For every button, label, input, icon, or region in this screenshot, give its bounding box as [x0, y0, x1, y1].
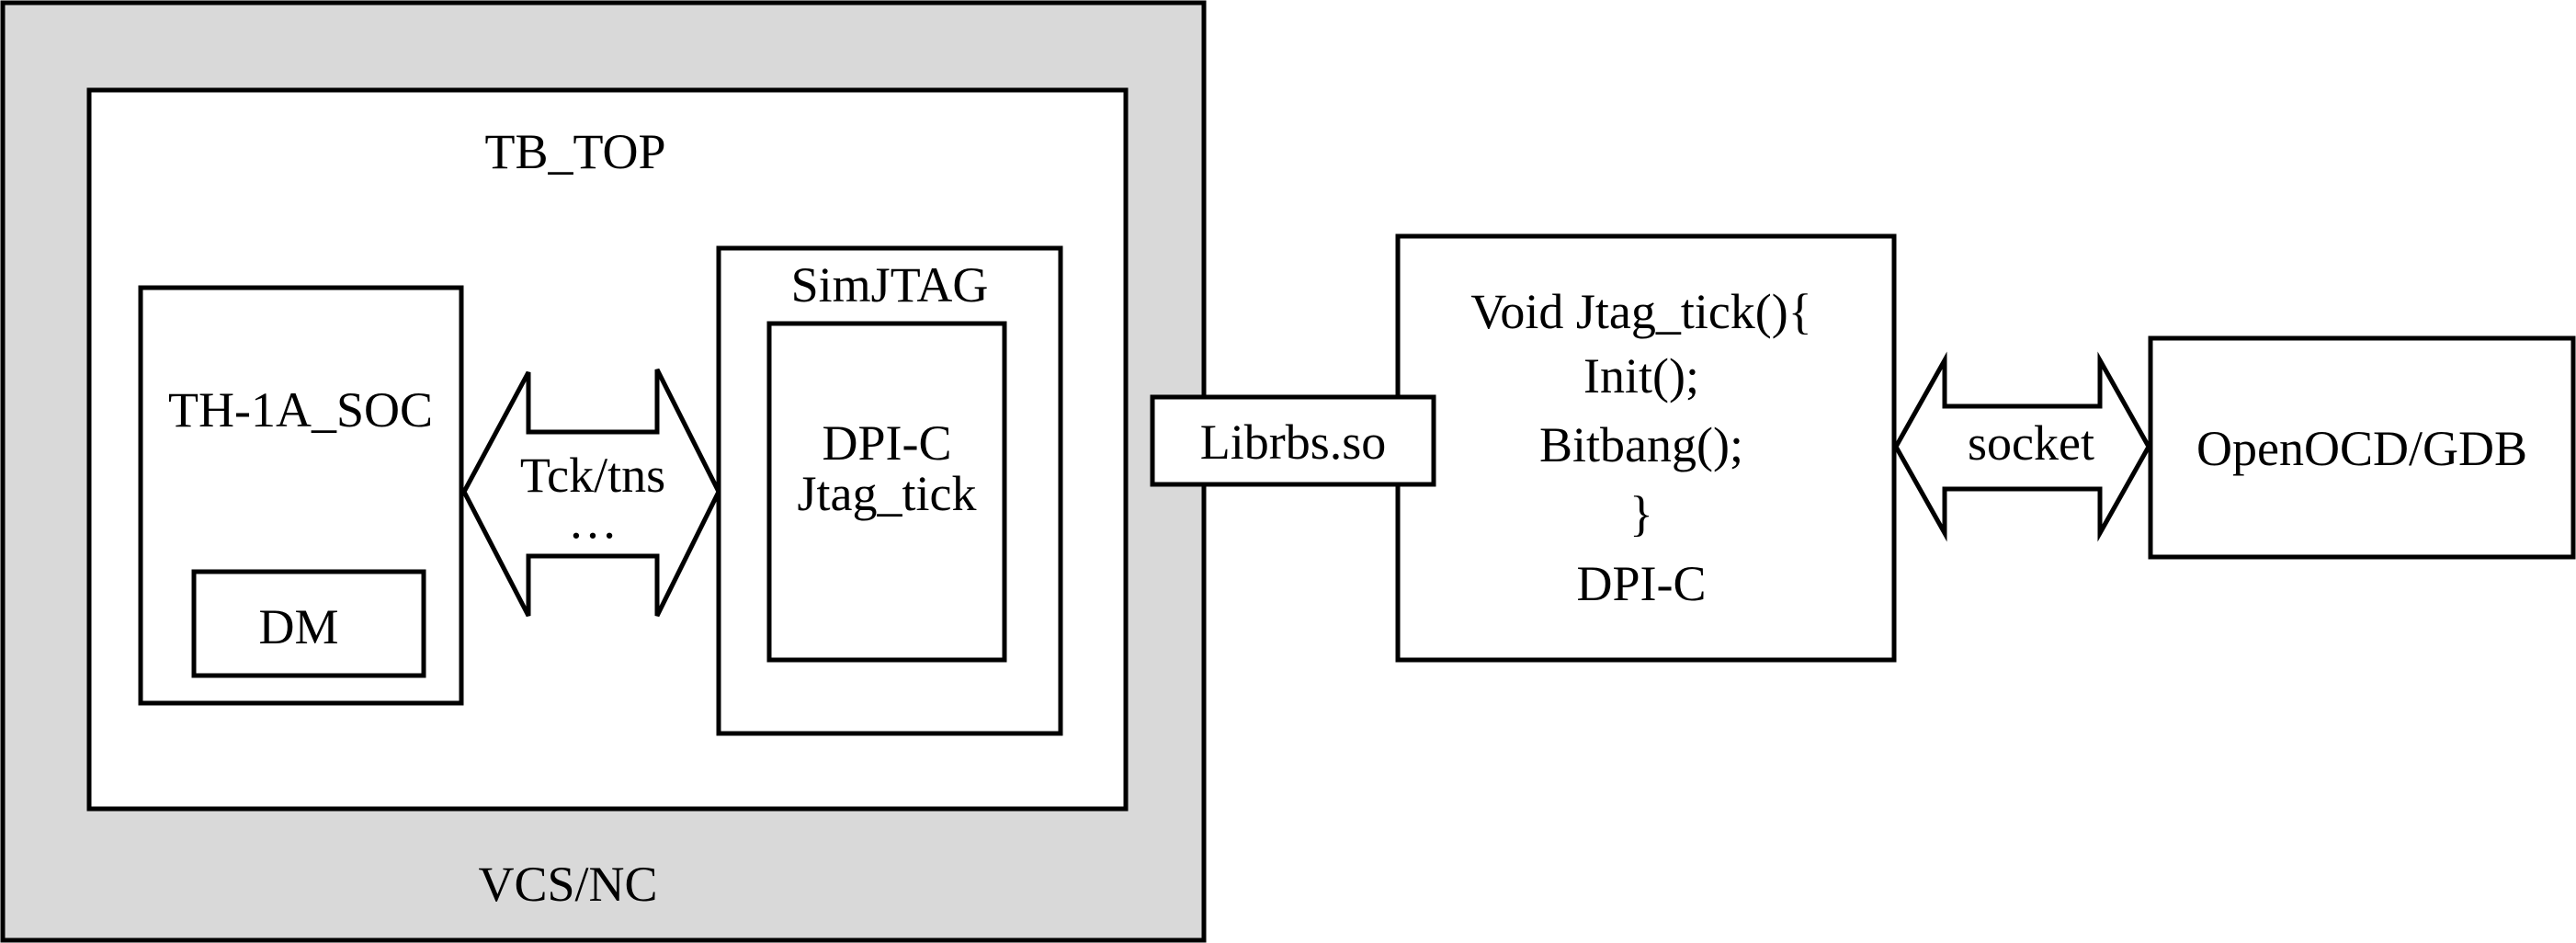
dm-box	[191, 569, 426, 678]
simjtag-tick-label: Jtag_tick	[798, 466, 977, 521]
simjtag-dpi-label: DPI-C	[822, 415, 951, 471]
jtag-signal-ellipsis: …	[568, 494, 618, 549]
dpi-function-line-5: DPI-C	[1576, 556, 1706, 611]
dpi-function-line-4: }	[1629, 486, 1653, 541]
dpi-function-line-1: Void Jtag_tick(){	[1470, 284, 1811, 339]
socket-label: socket	[1968, 415, 2094, 471]
dm-label: DM	[258, 599, 338, 654]
jtag-signal-label: Tck/tns	[520, 448, 665, 503]
simjtag-label: SimJTAG	[791, 257, 989, 312]
library-box	[1150, 394, 1436, 487]
simulator-label: VCS/NC	[478, 857, 657, 912]
debugger-box	[2148, 335, 2576, 560]
dpi-function-line-2: Init();	[1583, 348, 1699, 403]
debugger-label: OpenOCD/GDB	[2196, 421, 2527, 476]
dpi-function-line-3: Bitbang();	[1539, 417, 1743, 472]
testbench-label: TB_TOP	[484, 124, 665, 179]
dpi-function-box	[1395, 233, 1897, 663]
simjtag-dpi-box	[766, 321, 1007, 663]
soc-label: TH-1A_SOC	[168, 382, 433, 437]
library-label: Librbs.so	[1200, 415, 1387, 470]
